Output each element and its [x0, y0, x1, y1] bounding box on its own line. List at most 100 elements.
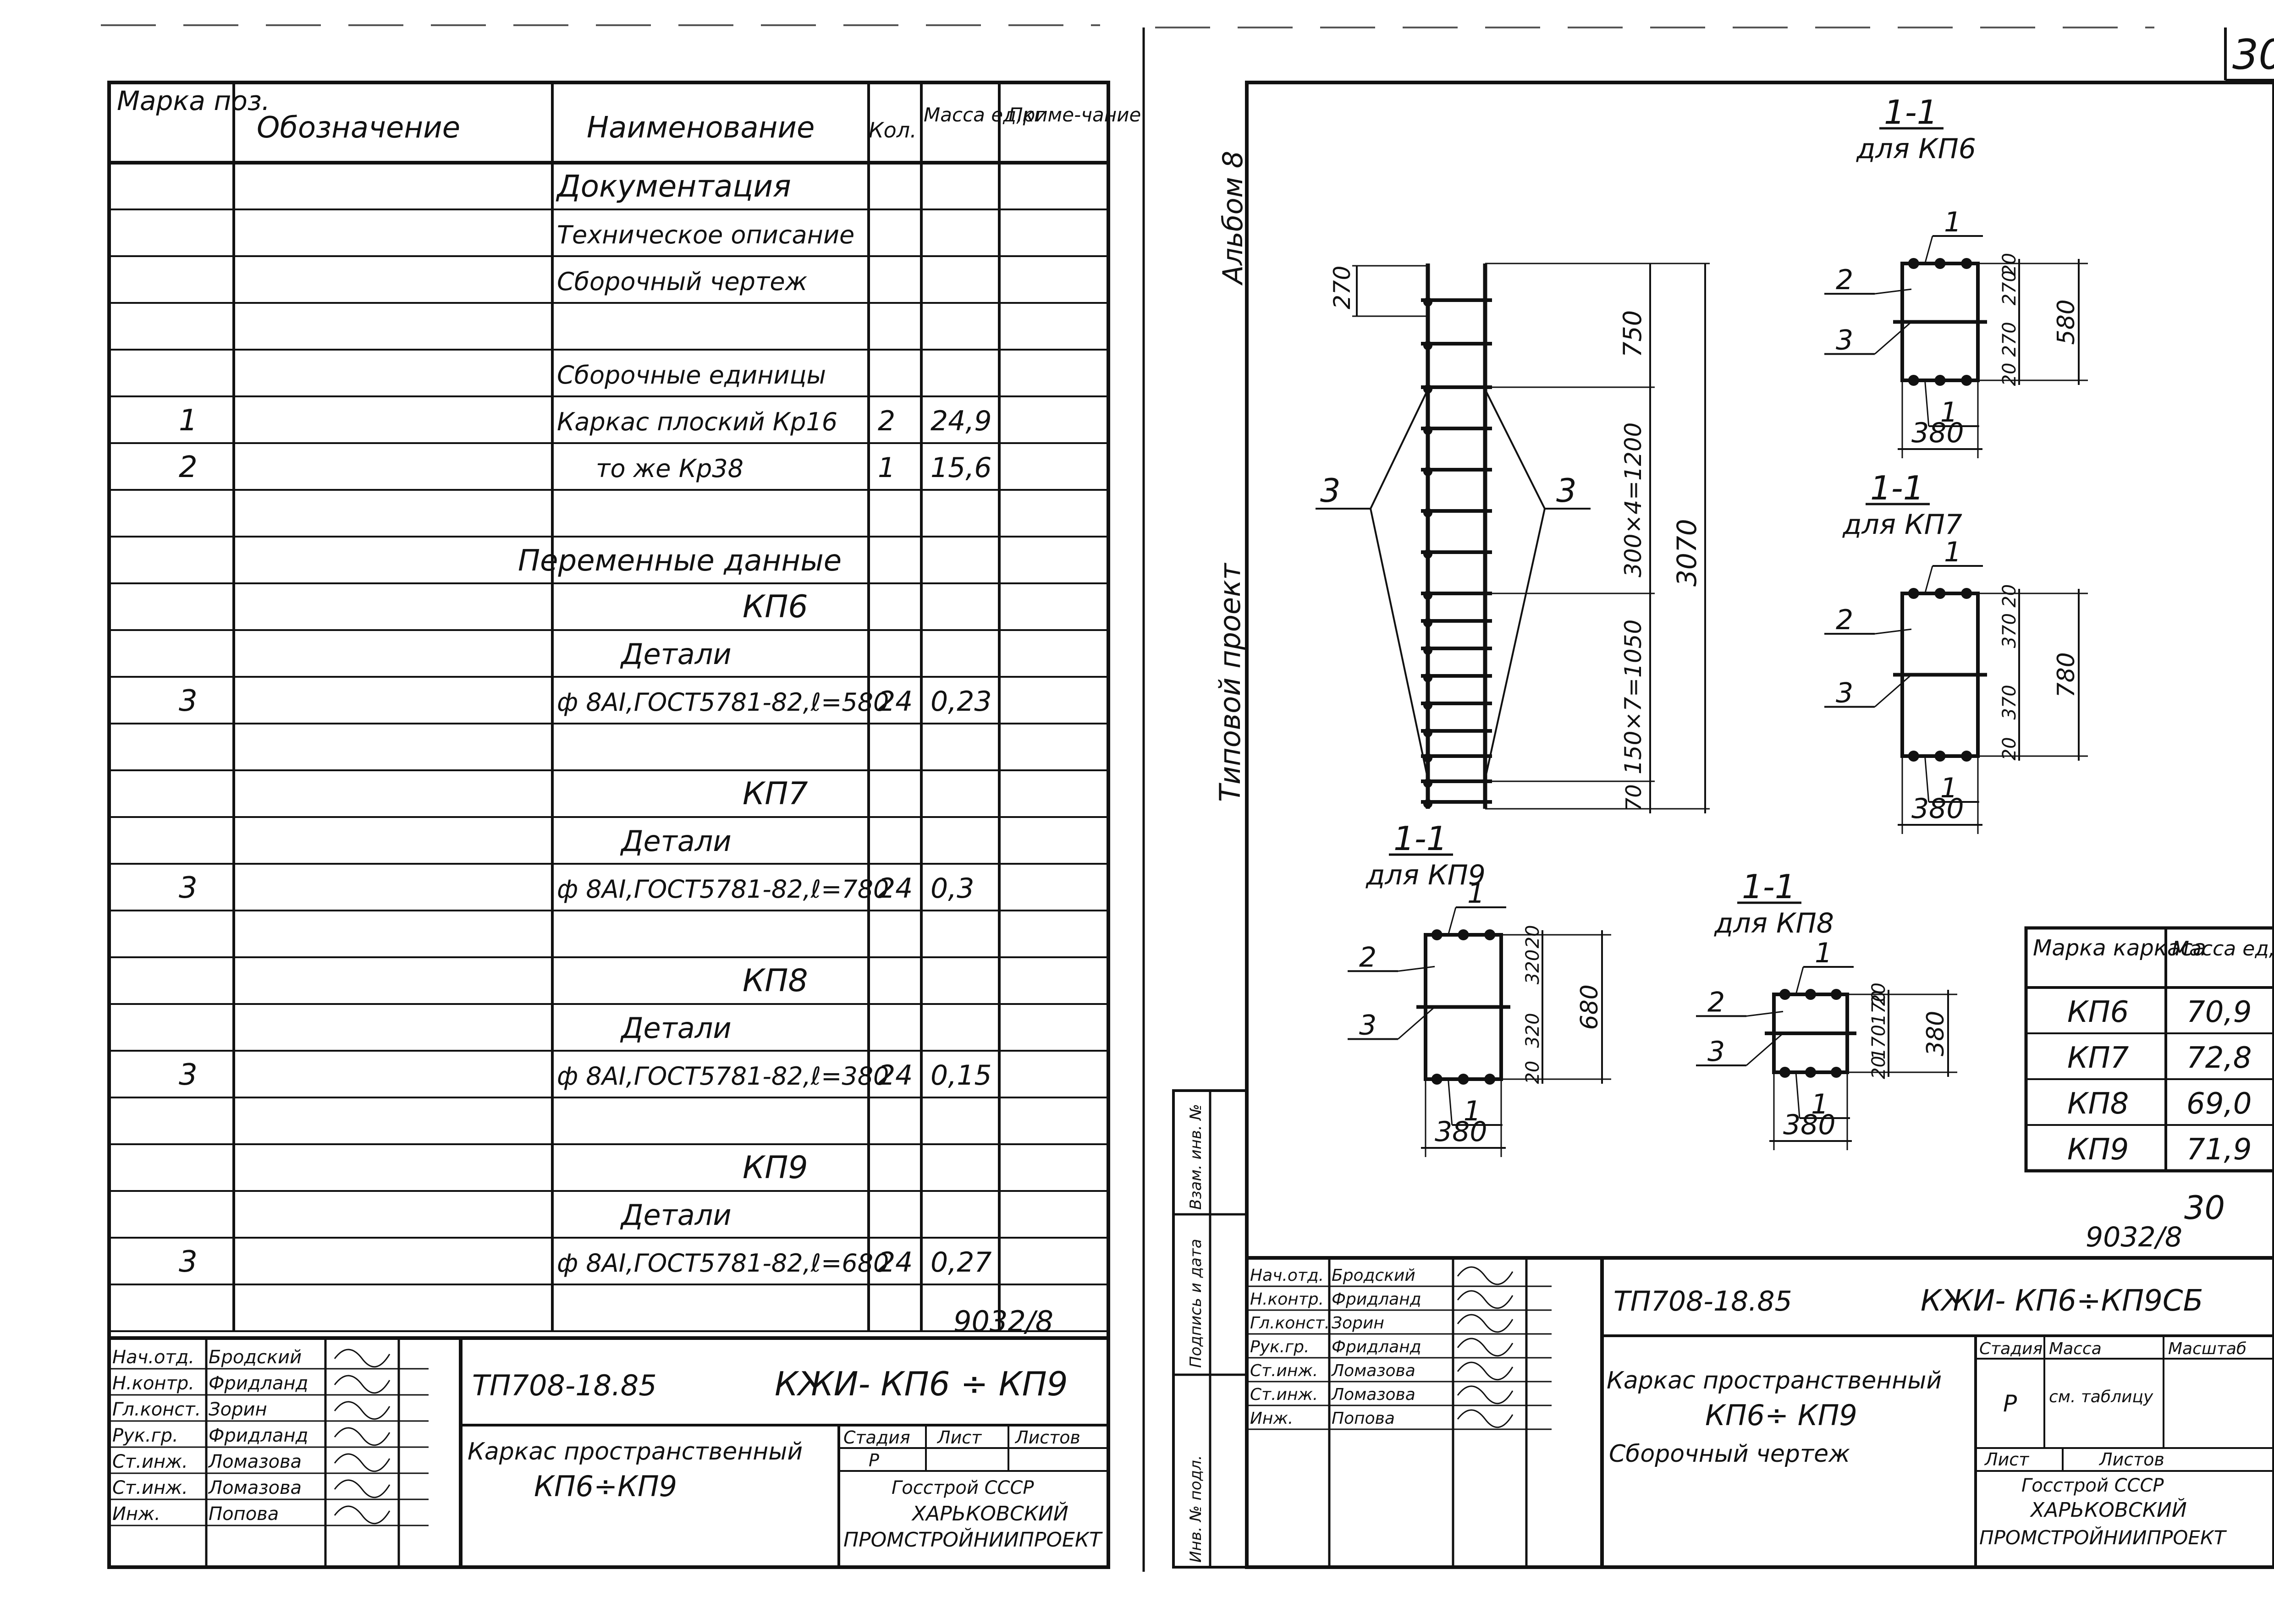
signer-name: Зорин	[209, 1399, 267, 1420]
section-dim: 320	[1522, 949, 1543, 984]
left-title-block: Нач.отд.БродскийН.контр.ФридландГл.конст…	[108, 1336, 1108, 1567]
mass-row-value: 72,8	[2186, 1041, 2252, 1075]
row-mass: 0,3	[931, 872, 974, 905]
dim-d: 70	[1621, 784, 1646, 811]
signature	[334, 1453, 391, 1472]
row-name: Детали	[620, 1011, 732, 1045]
row-qty: 2	[878, 405, 895, 437]
left-org-line3: ПРОМСТРОЙНИИПРОЕКТ	[843, 1527, 1103, 1552]
section-width: 380	[1911, 417, 1964, 449]
left-title-line1: Каркас пространственный	[468, 1438, 803, 1465]
section-callout: 2	[1836, 604, 1853, 636]
mass-table-header-mark: Марка каркаса	[2033, 935, 2206, 961]
row-mark: 3	[179, 871, 198, 905]
dim-a: 750	[1618, 310, 1647, 357]
row-mark: 1	[179, 404, 198, 438]
mass-row-mark: КП6	[2067, 995, 2129, 1029]
section-callout: 1	[1944, 206, 1961, 238]
section-dim: 320	[1522, 1013, 1543, 1048]
row-mark: 3	[179, 1245, 198, 1279]
right-org-line1: Госстрой СССР	[2021, 1475, 2164, 1496]
left-project-code: ТП708-18.85	[472, 1369, 657, 1402]
signature	[1457, 1385, 1514, 1405]
section-dim: 270	[1999, 322, 2020, 357]
spec-table-grid	[109, 82, 1108, 1332]
right-title-line2: КП6÷ КП9	[1705, 1399, 1857, 1432]
section-width: 380	[1911, 793, 1964, 825]
section-callout: 1	[1811, 1088, 1828, 1120]
section-callout: 1	[1467, 878, 1485, 910]
section-height: 580	[2053, 299, 2080, 345]
mass-table-header-mass: Масса ед,кг	[2172, 937, 2274, 960]
right-sheet-code: 9032/8	[2086, 1221, 2182, 1253]
signer-role: Ст.инж.	[112, 1451, 188, 1472]
right-sheets-label: Листов	[2098, 1449, 2164, 1470]
row-mass: 15,6	[931, 452, 992, 484]
right-project-code: ТП708-18.85	[1613, 1285, 1792, 1317]
row-mark: 3	[179, 684, 198, 718]
row-name: Техническое описание	[557, 220, 854, 249]
left-sheets-label: Листов	[1014, 1427, 1080, 1448]
signer-name: Попова	[209, 1503, 279, 1525]
signer-role: Ст.инж.	[1250, 1361, 1318, 1380]
header-name: Наименование	[587, 111, 815, 145]
left-stage-value: Р	[869, 1450, 879, 1470]
right-title-line1: Каркас пространственный	[1607, 1367, 1942, 1394]
signer-role: Гл.конст.	[1250, 1314, 1330, 1333]
left-sheet-code: 9032/8	[953, 1305, 1053, 1338]
section-callout: 1	[1940, 772, 1958, 804]
section-callout: 2	[1359, 941, 1377, 973]
signer-role: Н.контр.	[1250, 1290, 1324, 1309]
row-name: Сборочные единицы	[557, 361, 826, 390]
signature	[1457, 1266, 1514, 1285]
right-scale-label: Масштаб	[2168, 1339, 2246, 1358]
dim-top: 270	[1329, 266, 1355, 309]
signature	[334, 1505, 391, 1525]
section-subtitle: для КП7	[1842, 509, 1962, 541]
signer-role: Нач.отд.	[112, 1347, 194, 1368]
signer-name: Ломазова	[1331, 1385, 1415, 1404]
row-name: Детали	[620, 1198, 732, 1232]
row-name: КП7	[743, 776, 808, 812]
row-name: Детали	[620, 637, 732, 671]
signer-name: Бродский	[1332, 1266, 1415, 1285]
signature	[1457, 1338, 1514, 1357]
row-qty: 1	[878, 452, 895, 484]
section-title: 1-1	[1870, 469, 1924, 507]
section-height: 780	[2053, 652, 2080, 697]
right-stage-value: Р	[2003, 1390, 2017, 1417]
signer-name: Фридланд	[209, 1373, 308, 1394]
row-name: то же Кр38	[596, 454, 743, 483]
section-dim: 370	[1999, 685, 2020, 719]
section-title: 1-1	[1393, 819, 1448, 858]
section-dim: 20	[1522, 1061, 1543, 1084]
right-title-line3: Сборочный чертеж	[1609, 1440, 1850, 1468]
header-mass: Масса ед,кг	[924, 104, 1045, 126]
section-callout: 1	[1815, 937, 1832, 969]
signer-role: Нач.отд.	[1250, 1266, 1324, 1285]
row-name: ф 8АI,ГОСТ5781-82,ℓ=580	[557, 688, 889, 717]
dim-b: 300×4=1200	[1620, 422, 1646, 577]
signer-name: Фридланд	[1332, 1290, 1421, 1309]
album-label: Альбом 8	[1217, 151, 1249, 286]
row-mark: 2	[179, 450, 198, 484]
row-qty: 24	[878, 1246, 913, 1278]
right-sheet-label: Лист	[1984, 1449, 2030, 1470]
signer-role: Рук.гр.	[1250, 1338, 1309, 1356]
section-dim: 170	[1868, 1025, 1889, 1059]
section-dim: 270	[1999, 270, 2020, 305]
header-mark: Марка поз.	[117, 85, 270, 116]
row-name: Сборочный чертеж	[557, 267, 808, 296]
right-stage-label: Стадия	[1979, 1339, 2043, 1358]
signature	[1457, 1290, 1514, 1309]
row-mass: 24,9	[931, 405, 992, 437]
section-dim: 20	[1999, 362, 2020, 386]
row-mass: 0,15	[931, 1059, 992, 1092]
mass-row-value: 69,0	[2186, 1087, 2252, 1121]
section-height: 680	[1576, 984, 1603, 1030]
signature	[1457, 1361, 1514, 1381]
row-name: ф 8АI,ГОСТ5781-82,ℓ=780	[557, 875, 889, 904]
